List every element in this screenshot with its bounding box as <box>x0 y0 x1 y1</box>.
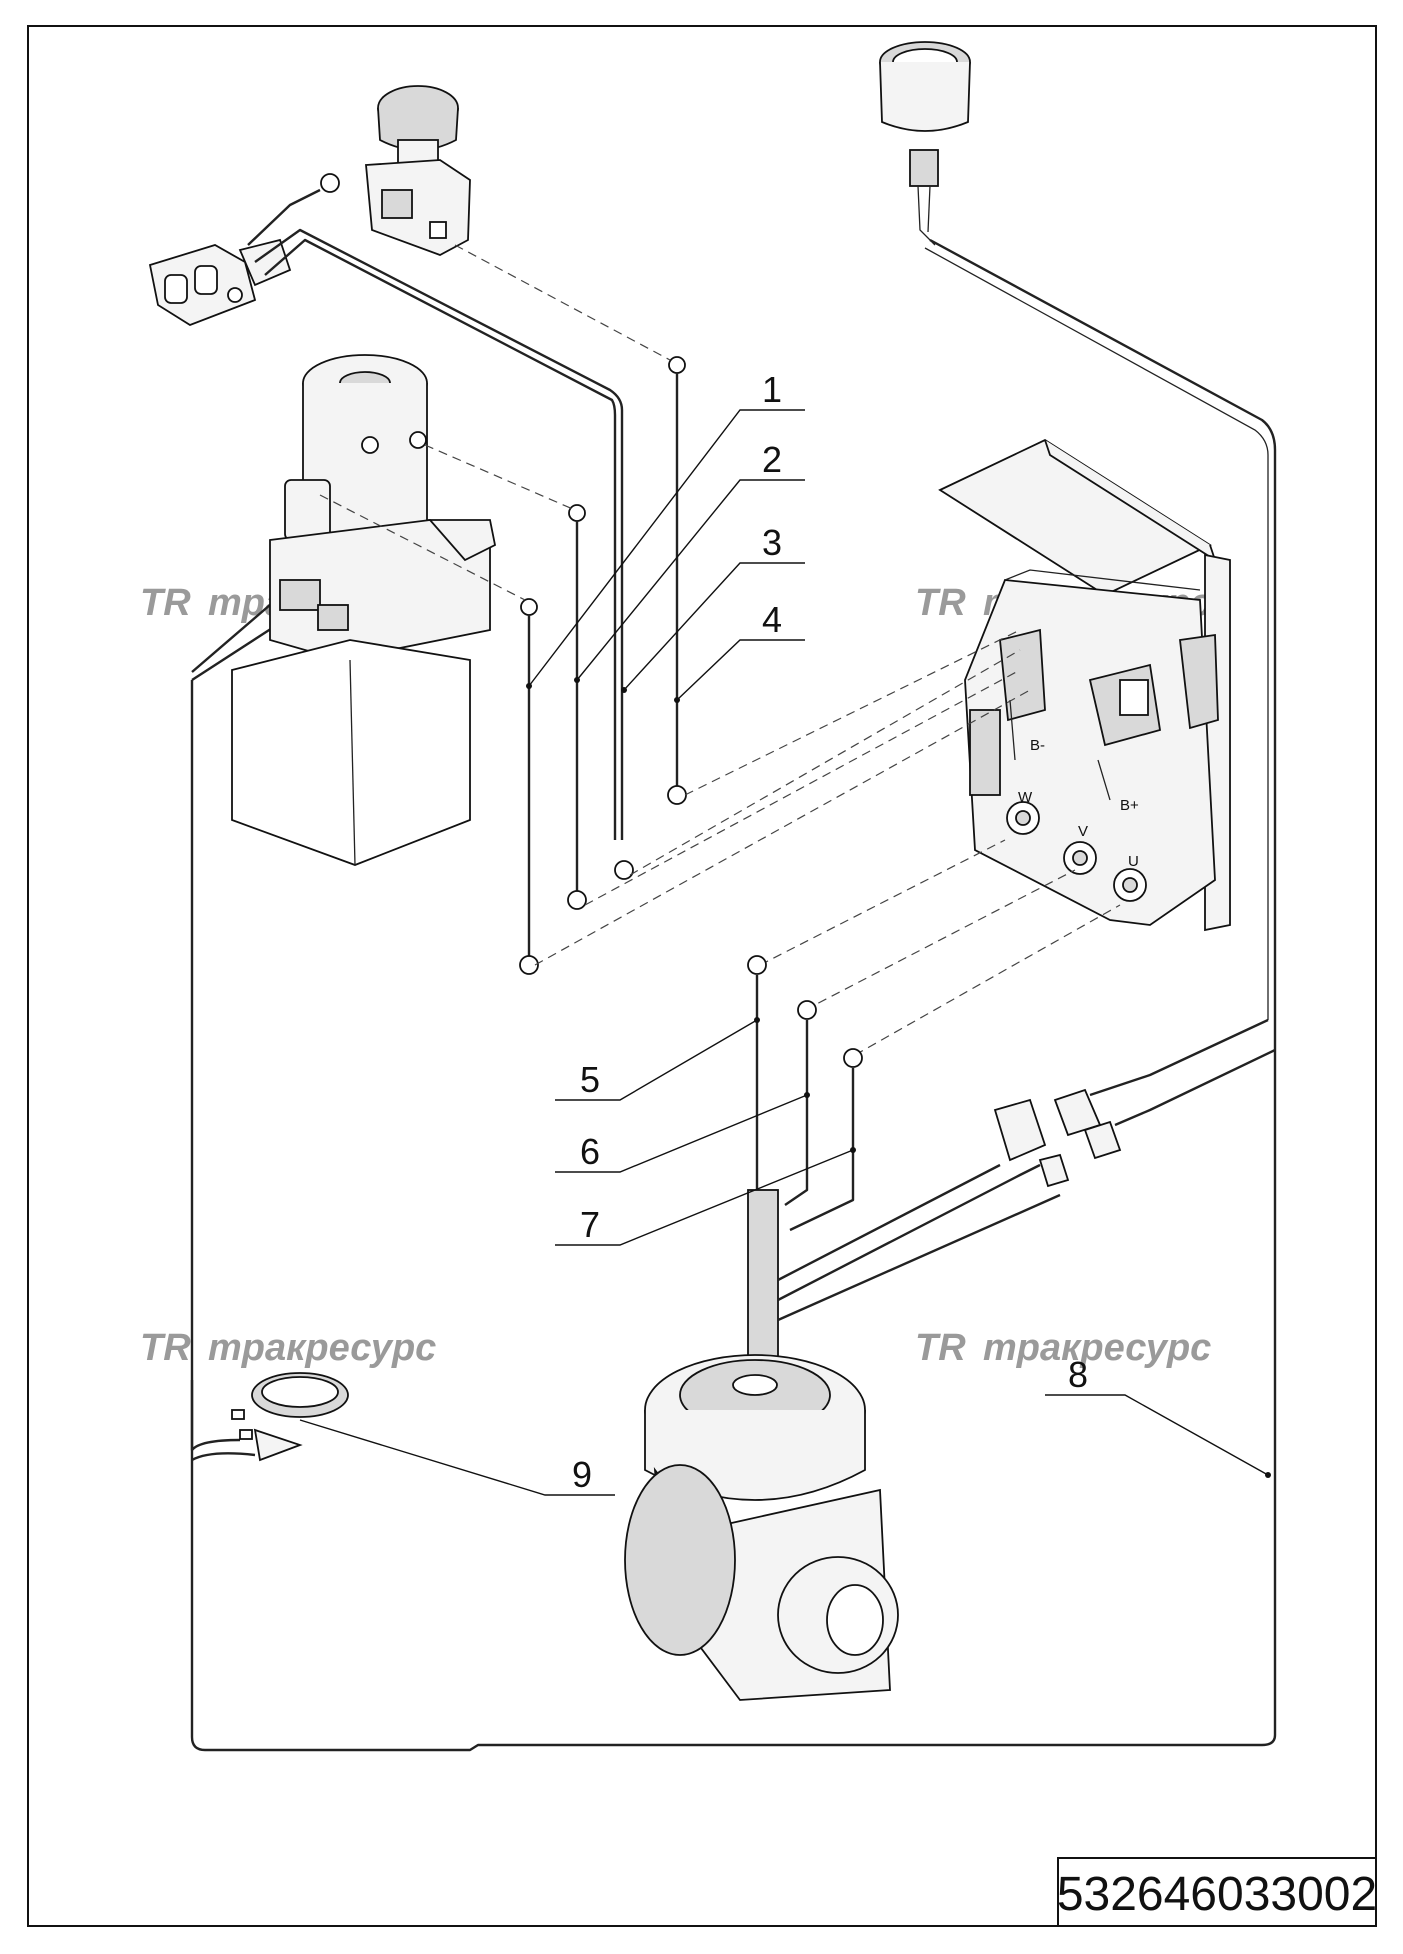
battery-connector <box>148 173 624 840</box>
callout-9: 9 <box>572 1454 592 1495</box>
terminal-label-w: W <box>1018 789 1033 806</box>
callout-3: 3 <box>762 522 782 563</box>
callout-4: 4 <box>762 599 782 640</box>
callout-2: 2 <box>762 439 782 480</box>
watermark-text: тракресурс <box>983 1327 1211 1369</box>
terminal-label-v: V <box>1078 823 1088 840</box>
key-switch <box>365 85 471 256</box>
cable-1 <box>519 598 539 975</box>
terminal-label-b-plus: B+ <box>1120 797 1139 814</box>
callout-1: 1 <box>762 369 782 410</box>
callout-8: 8 <box>1068 1354 1088 1395</box>
watermark-logo: TR <box>915 1327 966 1369</box>
cable-2 <box>567 504 587 910</box>
pump-motor-unit <box>231 354 497 866</box>
drive-wheel-motor <box>624 1354 899 1701</box>
drawing-number-box: 532646033002 <box>1057 1857 1377 1927</box>
drawing-frame <box>27 25 1377 1927</box>
motor-phase-cables <box>747 955 1122 1391</box>
terminal-label-u: U <box>1128 853 1139 870</box>
callout-7: 7 <box>580 1204 600 1245</box>
horn <box>231 1372 349 1462</box>
terminal-w <box>1006 801 1040 835</box>
terminal-u <box>1113 868 1147 902</box>
callout-5: 5 <box>580 1059 600 1100</box>
callout-leaders <box>299 409 1271 1496</box>
terminal-label-b-minus: B- <box>1030 737 1045 754</box>
callout-6: 6 <box>580 1131 600 1172</box>
terminal-v <box>1063 841 1097 875</box>
watermark-logo: TR <box>140 582 191 624</box>
watermark-text: тракресурс <box>208 1327 436 1369</box>
hour-meter <box>879 41 971 246</box>
watermark-logo: TR <box>915 582 966 624</box>
watermark-bottom-left: TR тракресурс <box>140 1327 436 1369</box>
cable-3 <box>614 860 634 880</box>
drawing-number: 532646033002 <box>1057 1868 1377 1921</box>
assembly-lines <box>319 244 1121 1056</box>
watermark-logo: TR <box>140 1327 191 1369</box>
watermark-bottom-right: TR тракресурс <box>915 1327 1211 1369</box>
cable-4 <box>667 356 687 805</box>
controller: B- B+ W V U <box>938 438 1231 932</box>
